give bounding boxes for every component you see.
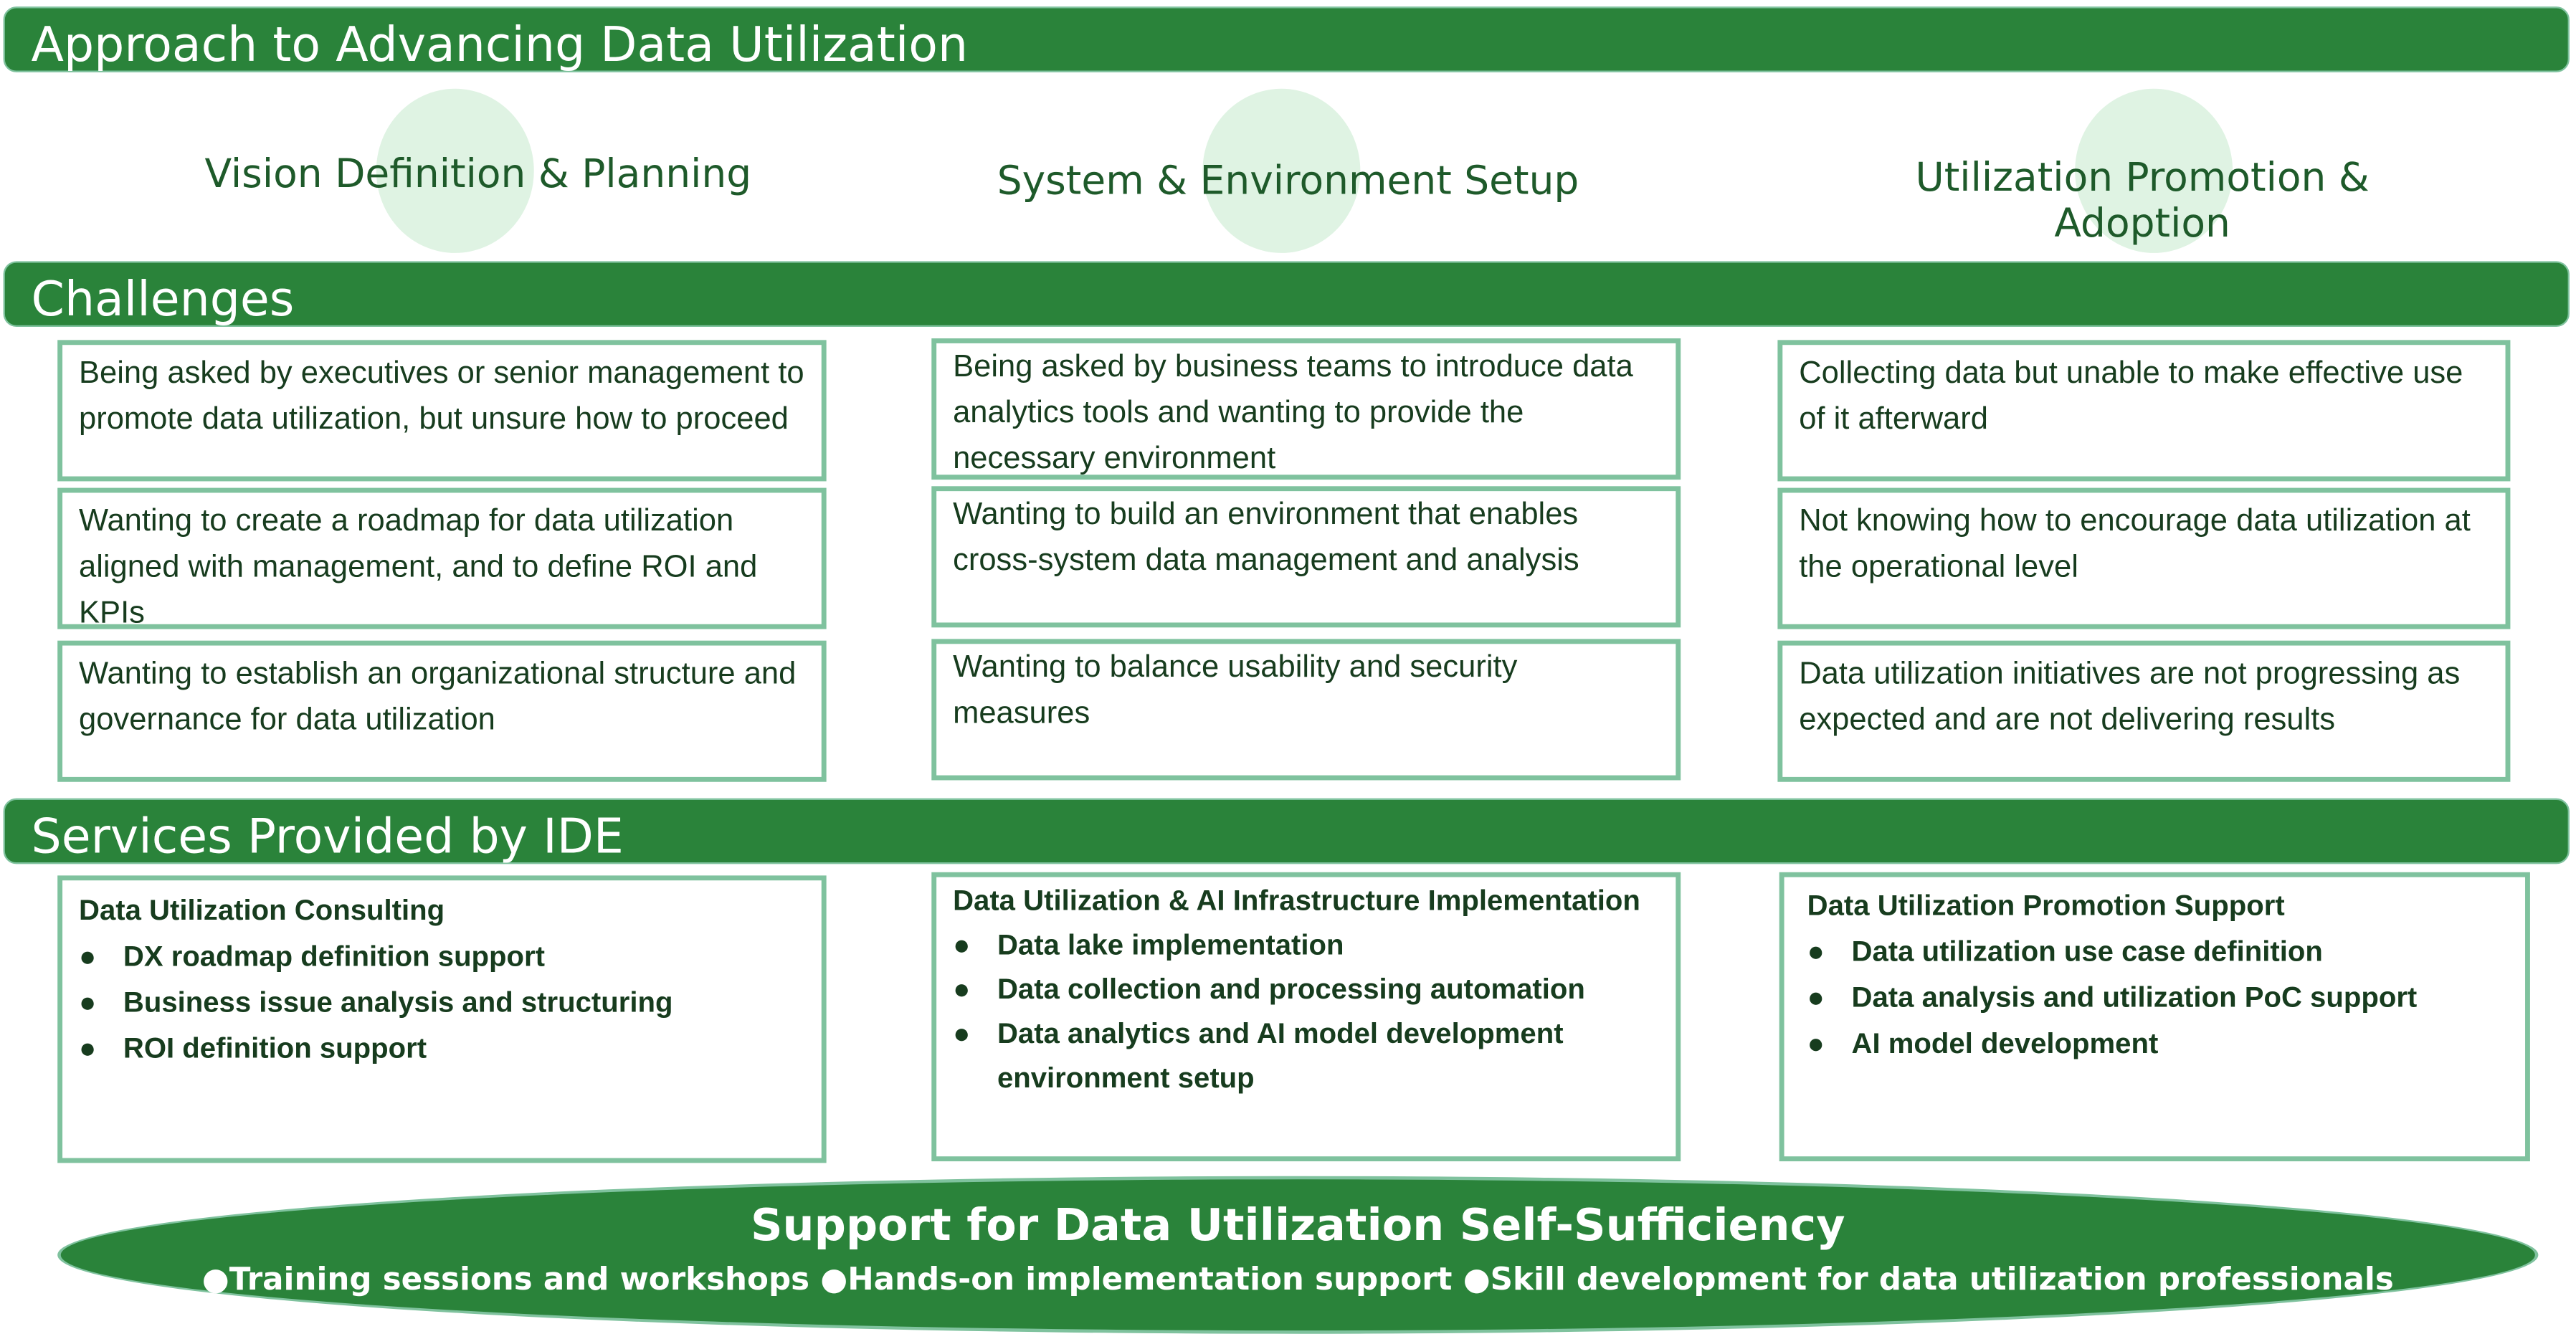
service-title: Data Utilization Promotion Support — [1807, 888, 2285, 922]
service-item: ● Data analysis and utilization PoC suppo… — [1807, 974, 2509, 1020]
service-box-infrastructure: Data Utilization & AI Infrastructure Imp… — [931, 872, 1681, 1162]
self-sufficiency-item: ●Hands-on implementation support — [820, 1261, 1453, 1298]
bullet-icon: ● — [78, 1032, 97, 1064]
service-item-text: Data lake implementation — [997, 928, 1344, 961]
challenge-box: Wanting to create a roadmap for data uti… — [57, 487, 827, 631]
bullet-icon: ● — [953, 928, 971, 961]
service-item: ● ROI definition support — [79, 1025, 805, 1071]
service-box-promotion: Data Utilization Promotion Support ● Data… — [1779, 872, 2530, 1162]
self-sufficiency-item: ●Skill development for data utilization … — [1463, 1261, 2394, 1298]
self-sufficiency-title: Support for Data Utilization Self-Suffic… — [750, 1201, 1845, 1252]
service-item: ● AI model development — [1807, 1020, 2509, 1066]
service-box-consulting: Data Utilization Consulting ● DX roadmap … — [57, 875, 827, 1163]
self-sufficiency-item: ●Training sessions and workshops — [201, 1261, 810, 1298]
self-sufficiency-ellipse: Support for Data Utilization Self-Suffic… — [57, 1176, 2539, 1334]
stage-circle-1 — [376, 88, 534, 253]
service-item-text: AI model development — [1851, 1026, 2159, 1060]
service-item-text: Data analytics and AI model development … — [997, 1016, 1564, 1095]
services-header: Services Provided by IDE — [3, 798, 2570, 864]
service-item: ● Data analytics and AI model development… — [953, 1012, 1659, 1101]
stage-label-system: System & Environment Setup — [997, 157, 1579, 204]
stage-circle-2 — [1202, 88, 1361, 253]
bullet-icon: ● — [953, 972, 971, 1006]
service-item-text: DX roadmap definition support — [123, 939, 546, 973]
stage-label-vision: Vision Definition & Planning — [204, 151, 752, 197]
bullet-icon: ● — [78, 985, 97, 1019]
challenge-box: Being asked by executives or senior mana… — [57, 340, 827, 482]
stage-circle-3 — [2075, 88, 2233, 253]
service-item: ● Business issue analysis and structuring — [79, 979, 805, 1025]
service-item: ● Data collection and processing automati… — [953, 968, 1659, 1012]
service-item-text: Data collection and processing automatio… — [997, 972, 1585, 1006]
service-item: ● Data utilization use case definition — [1807, 928, 2509, 974]
bullet-icon: ● — [1807, 1026, 1825, 1060]
bullet-icon: ● — [1807, 981, 1825, 1014]
challenge-box: Data utilization initiatives are not pro… — [1777, 640, 2511, 782]
bullet-icon: ● — [1807, 934, 1825, 968]
service-item: ● DX roadmap definition support — [79, 933, 805, 979]
service-item: ● Data lake implementation — [953, 923, 1659, 968]
bullet-icon: ● — [953, 1016, 971, 1050]
service-item-text: Data analysis and utilization PoC suppor… — [1851, 981, 2418, 1014]
challenge-box: Collecting data but unable to make effec… — [1777, 340, 2511, 482]
self-sufficiency-items: ●Training sessions and workshops ●Hands-… — [61, 1262, 2535, 1297]
approach-header: Approach to Advancing Data Utilization — [3, 6, 2570, 72]
challenge-box: Wanting to establish an organizational s… — [57, 640, 827, 782]
bullet-icon: ● — [78, 939, 97, 973]
challenges-header: Challenges — [3, 261, 2570, 328]
challenge-box: Not knowing how to encourage data utiliz… — [1777, 487, 2511, 629]
service-item-text: ROI definition support — [123, 1032, 427, 1064]
challenge-box: Wanting to build an environment that ena… — [931, 486, 1681, 628]
service-item-text: Business issue analysis and structuring — [123, 985, 673, 1019]
stage-label-utilization: Utilization Promotion & Adoption — [1915, 154, 2370, 247]
service-item-text: Data utilization use case definition — [1851, 934, 2323, 968]
service-title: Data Utilization & AI Infrastructure Imp… — [953, 883, 1640, 917]
challenge-box: Being asked by business teams to introdu… — [931, 338, 1681, 480]
service-title: Data Utilization Consulting — [78, 893, 445, 927]
challenge-box: Wanting to balance usability and securit… — [931, 639, 1681, 781]
